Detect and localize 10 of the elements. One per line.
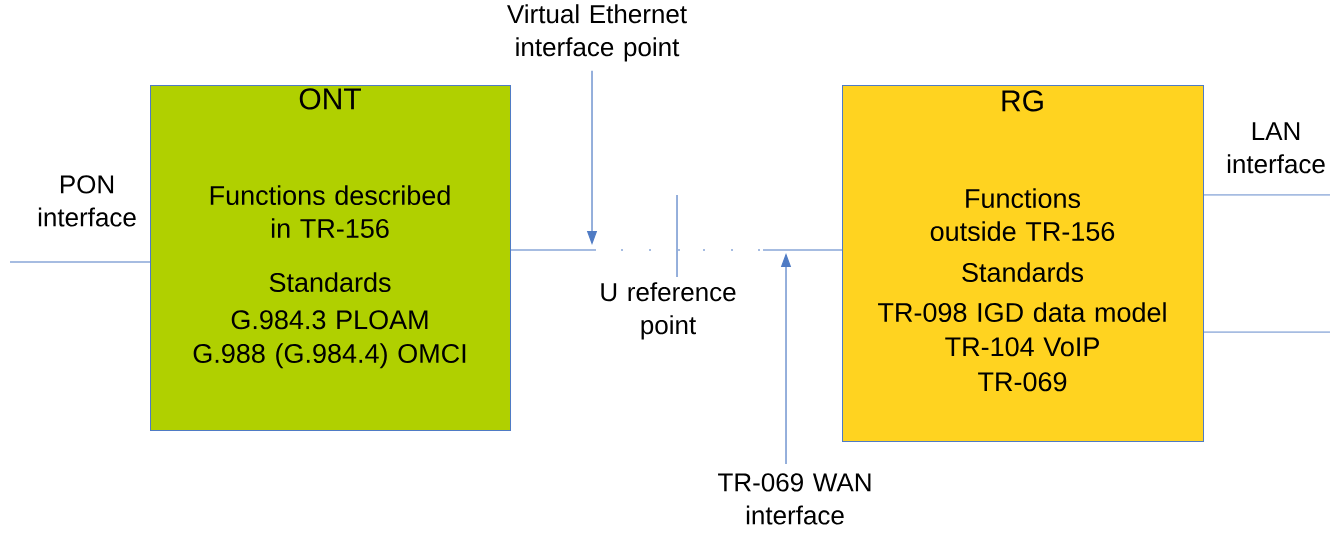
device-box: RG Functions outside TR-156 Standards TR-098 IGD data model TR-104 VoIP TR-069 <box>842 85 1204 442</box>
connector-line <box>510 249 843 251</box>
interface-label: LAN interface <box>1227 122 1325 174</box>
connector-line <box>9 261 151 263</box>
interface-label: TR-069 WAN interface <box>718 473 871 525</box>
interface-label: Virtual Ethernet interface point <box>507 4 687 62</box>
connector-line <box>1203 331 1330 333</box>
connector-line <box>1203 194 1330 196</box>
interface-label: U reference point <box>601 282 736 340</box>
device-box: ONT Functions described in TR-156 Standards G.984.3 PLOAM G.988 (G.984.4) OMCI <box>150 85 511 431</box>
